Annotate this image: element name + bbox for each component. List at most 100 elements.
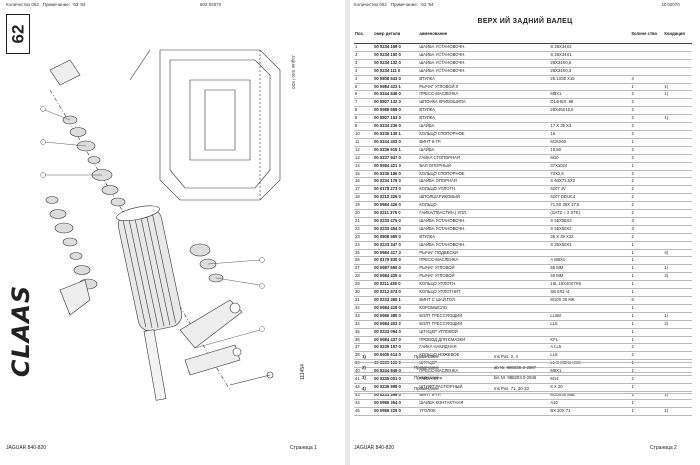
row-name: ПРОВОД ДЛЯ СМАЗКИ bbox=[418, 336, 550, 345]
row-part-number: 00 0239 157 0 bbox=[373, 343, 419, 353]
row-part-number: 00 0235 135 1 bbox=[373, 130, 419, 139]
row-condition bbox=[663, 51, 692, 60]
row-name: ПРЕСС-МАСЛЕНКА bbox=[418, 256, 550, 266]
row-pos: 12 bbox=[354, 146, 374, 155]
row-part-number: 00 0988 659 0 bbox=[373, 106, 419, 116]
row-part-number: 00 0984 437 0 bbox=[373, 336, 419, 345]
row-qty: 2 bbox=[630, 193, 664, 203]
sheet-number-box: 62 bbox=[6, 14, 30, 54]
row-pos: 19 bbox=[354, 201, 374, 211]
note-label: Примечание: bbox=[390, 2, 418, 7]
note-label: Примечание bbox=[414, 375, 439, 381]
row-name: КОЛЬЦО НОЖЕВОЕ bbox=[418, 351, 550, 361]
right-page: Количество 062 Примечание: '63 '64 IZ 02… bbox=[350, 0, 700, 465]
row-condition bbox=[663, 130, 692, 139]
row-name: ВТУЛКА bbox=[418, 114, 550, 124]
row-part-number: 00 0233 365 1 bbox=[373, 296, 419, 305]
row-condition bbox=[663, 233, 692, 242]
row-condition bbox=[663, 146, 692, 155]
row-part-number: 00 0984 426 0 bbox=[373, 201, 419, 211]
housing-frame bbox=[159, 49, 281, 201]
row-pos: 24 bbox=[354, 241, 374, 250]
row-condition bbox=[663, 296, 692, 305]
row-pos: 28 bbox=[354, 272, 374, 282]
row-part-number: 00 0807 132 3 bbox=[373, 98, 419, 108]
row-spec: 17 X 39 X3 bbox=[549, 122, 631, 131]
row-name: КОЛЬЦО СТОПОРНОЕ bbox=[418, 170, 550, 179]
row-condition bbox=[663, 241, 692, 250]
row-part-number: 00 0234 236 0 bbox=[373, 122, 419, 131]
row-condition: 4) bbox=[663, 249, 692, 258]
row-part-number: 00 0986 364 0 bbox=[373, 399, 419, 408]
note-label: Примечание bbox=[414, 364, 439, 370]
row-pos: 16 bbox=[354, 177, 374, 187]
row-condition bbox=[663, 343, 692, 353]
row-qty: 2 bbox=[630, 106, 664, 116]
row-qty: 1 bbox=[630, 304, 664, 313]
row-part-number: 00 0233 475 0 bbox=[373, 217, 419, 226]
row-name: ШТУЦЕР УГЛОВОЙ bbox=[418, 328, 550, 337]
row-spec: 71,5X 35X 17,5 bbox=[549, 201, 631, 211]
row-condition bbox=[663, 177, 692, 187]
row-spec: KFL bbox=[549, 336, 631, 345]
row-spec bbox=[549, 83, 631, 92]
row-spec bbox=[549, 249, 631, 258]
row-condition bbox=[663, 399, 692, 408]
row-qty: 2 bbox=[630, 201, 664, 211]
row-qty: 2 bbox=[630, 343, 664, 353]
row-spec: S 26X34X1 bbox=[549, 51, 631, 60]
row-qty bbox=[630, 51, 664, 60]
row-name: ШПОЛШАРИКОВЫЙ bbox=[418, 193, 550, 203]
row-name: ГАЙКА НАКИДНАЯ bbox=[418, 343, 550, 353]
row-name: БОЛТ ГРЕССУЮЩИЙ bbox=[418, 320, 550, 329]
row-part-number: 00 0212 326 0 bbox=[373, 193, 419, 203]
row-part-number: 00 0807 153 3 bbox=[373, 114, 419, 124]
row-part-number: 00 0211 375 0 bbox=[373, 209, 419, 218]
row-spec: SB 6X2 /4 bbox=[549, 288, 631, 297]
row-qty: 1 bbox=[630, 407, 664, 416]
row-part-number: 00 0986 385 0 bbox=[373, 312, 419, 321]
row-pos: 13 bbox=[354, 154, 374, 163]
lever-upper bbox=[179, 299, 243, 349]
exploded-parts-drawing bbox=[40, 49, 281, 401]
row-pos: 15 bbox=[354, 170, 374, 179]
row-qty: 6 bbox=[630, 296, 664, 305]
row-part-number: 00 0212 574 0 bbox=[373, 288, 419, 297]
row-part-number: 00 0405 614 0 bbox=[373, 351, 419, 361]
logo-text: CLAAS bbox=[7, 284, 35, 378]
row-part-number: 00 0234 132 0 bbox=[373, 59, 419, 68]
row-qty: 2 bbox=[630, 98, 664, 108]
parts-table: Поз. омер детали аименование Количе ство… bbox=[354, 31, 692, 416]
row-qty: 1 bbox=[630, 280, 664, 290]
row-name: РЫЧАГ УГЛОВОЙ bbox=[418, 272, 550, 282]
row-condition bbox=[663, 162, 692, 171]
row-pos: 4 bbox=[354, 75, 374, 84]
row-part-number: 00 0234 176 0 bbox=[373, 177, 419, 187]
row-qty: 1 bbox=[630, 241, 664, 250]
callouts bbox=[40, 106, 265, 349]
lever-lower bbox=[184, 344, 241, 376]
shaft bbox=[143, 329, 167, 401]
row-part-number: 00 0244 403 0 bbox=[373, 138, 419, 147]
row-spec: M8X1 bbox=[549, 90, 631, 100]
row-name: ВТУЛКА bbox=[418, 233, 550, 242]
note-label: Примечание bbox=[414, 385, 439, 391]
row-name: ГАЙКА(ПЛАСТИН.) УПЛ. bbox=[418, 209, 550, 218]
row-name: ВАЛ ОПОРНЫЙ bbox=[418, 162, 550, 171]
row-pos: 27 bbox=[354, 264, 374, 274]
